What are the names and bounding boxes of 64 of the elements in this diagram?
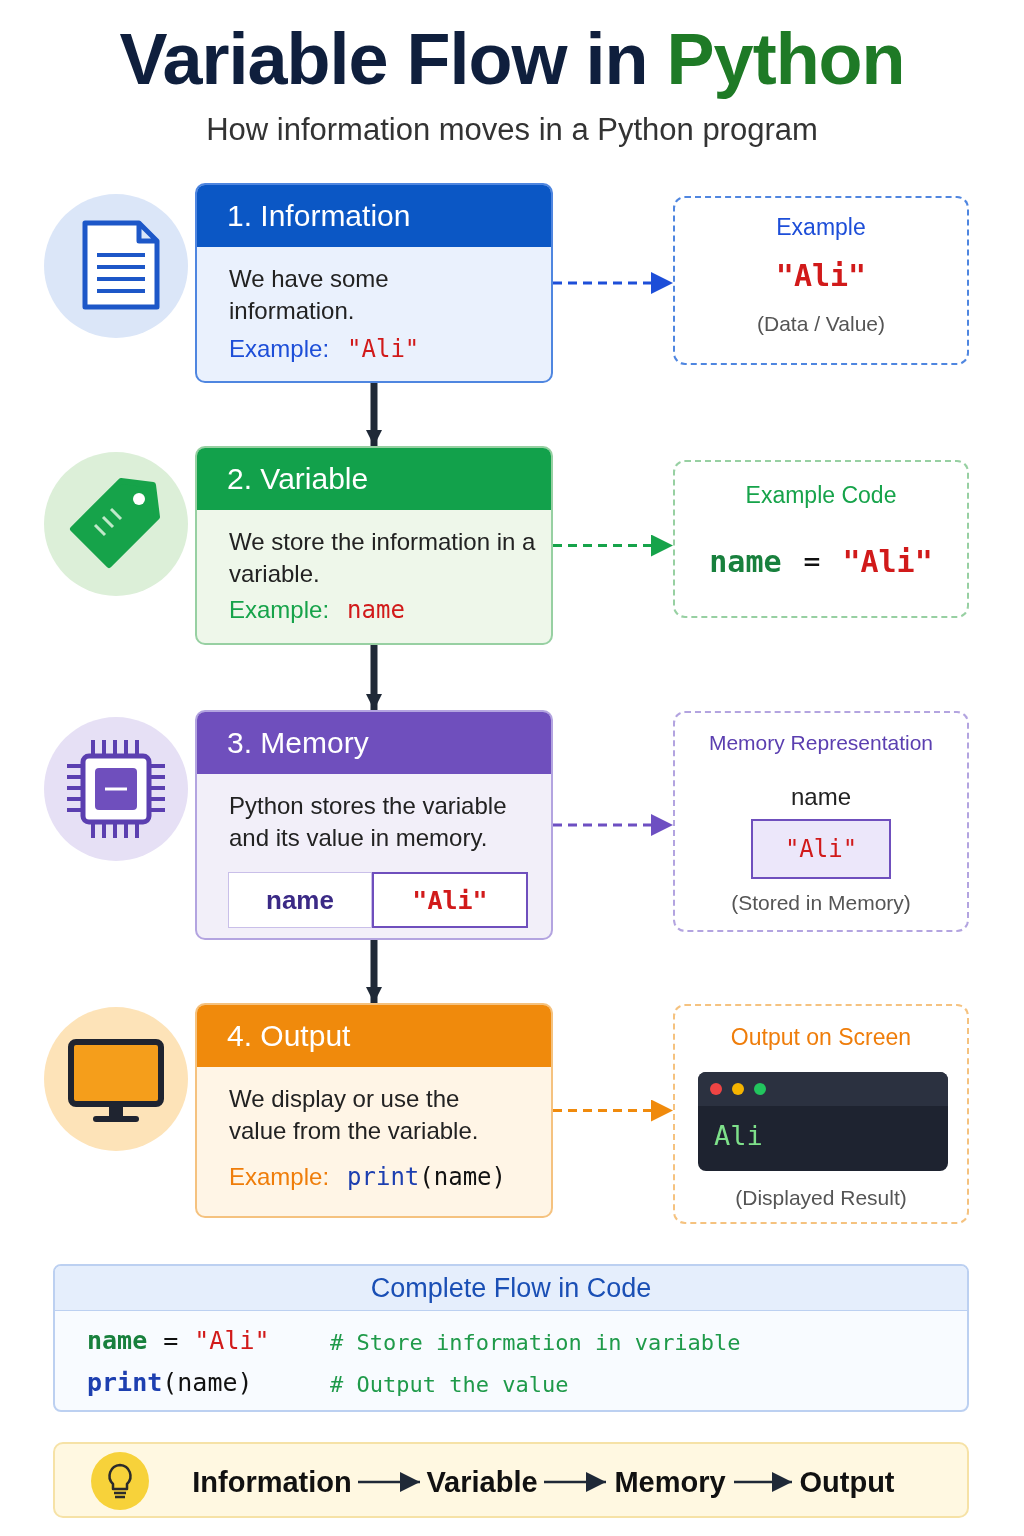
example-label: Example: <box>229 596 330 624</box>
note-text: (Displayed Result) <box>735 1186 907 1210</box>
output-text: Ali <box>714 1120 763 1151</box>
code-variable: name <box>709 544 782 579</box>
code-operator: = <box>803 545 821 578</box>
step-card <box>195 710 553 940</box>
example-label: Example: <box>229 335 330 363</box>
flow-step-label: Variable <box>420 1461 544 1503</box>
panel-header: Complete Flow in Code <box>55 1266 967 1311</box>
note-text: (Stored in Memory) <box>731 891 911 915</box>
box-heading: Output on Screen <box>730 1024 912 1051</box>
description-text: Python stores the variable and its value in memory. <box>229 791 508 854</box>
memory-cell: "Ali" <box>372 872 528 928</box>
arrow <box>734 1472 792 1492</box>
arrow <box>366 940 382 1003</box>
code-value: "Ali" <box>842 544 933 579</box>
code-comment: # Store information in variable <box>330 1330 741 1355</box>
flow-step-label: Information <box>186 1461 358 1503</box>
code-value: "Ali" <box>194 1326 270 1355</box>
description-text: We display or use the value from the variable. <box>229 1084 480 1147</box>
card-header: 1. Information <box>197 185 551 247</box>
arrow <box>553 272 673 294</box>
step-card <box>195 183 553 383</box>
title: Variable Flow in Python <box>118 18 906 100</box>
code-keyword: print <box>347 1163 420 1191</box>
example-box <box>673 460 969 618</box>
arrow <box>358 1472 420 1492</box>
step-card <box>195 446 553 645</box>
example-box <box>673 196 969 365</box>
subtitle: How information moves in a Python program <box>205 112 819 148</box>
code-operator: = <box>163 1326 179 1355</box>
box-heading: Memory Representation <box>708 731 934 755</box>
code-panel <box>53 1264 969 1412</box>
description-text: We store the information in a variable. <box>229 527 537 590</box>
arrow <box>544 1472 606 1492</box>
code-value: "Ali" <box>775 258 867 293</box>
code-text: (name) <box>419 1163 506 1191</box>
arrow <box>366 645 382 710</box>
card-header: 4. Output <box>197 1005 551 1067</box>
step-card <box>195 1003 553 1218</box>
arrow <box>553 814 673 836</box>
note-text: (Data / Value) <box>757 312 885 336</box>
code-comment: # Output the value <box>330 1372 569 1397</box>
memory-cell: name <box>228 872 372 928</box>
code-variable: name <box>87 1326 148 1355</box>
description-text: We have some information. <box>229 264 390 327</box>
code-text: (name) <box>162 1368 253 1397</box>
example-box <box>673 1004 969 1224</box>
code-value: name <box>347 596 405 624</box>
code-keyword: print <box>87 1368 163 1397</box>
flow-step-label: Memory <box>606 1461 734 1503</box>
example-box <box>673 711 969 932</box>
card-header: 3. Memory <box>197 712 551 774</box>
arrow <box>553 534 673 557</box>
box-heading: Example <box>776 214 866 241</box>
example-label: Example: <box>229 1163 330 1191</box>
variable-name: name <box>790 783 851 811</box>
arrow <box>553 1099 673 1122</box>
arrow <box>366 383 382 446</box>
code-value: "Ali" <box>347 335 420 363</box>
memory-cell: "Ali" <box>751 819 891 879</box>
card-header: 2. Variable <box>197 448 551 510</box>
flow-step-label: Output <box>792 1461 902 1503</box>
box-heading: Example Code <box>745 482 897 509</box>
